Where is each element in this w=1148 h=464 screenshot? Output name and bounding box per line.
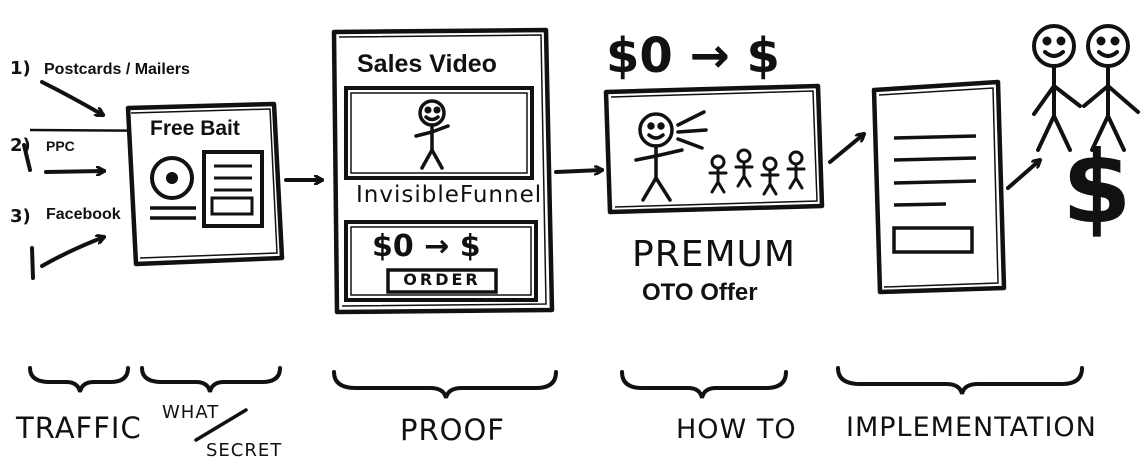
brace-proof: [332, 370, 558, 399]
brace-traffic: [28, 366, 130, 393]
brace-implementation: [836, 366, 1084, 395]
arrow-to-implementation: [828, 134, 864, 164]
speaker-stick-figure-icon: [634, 110, 708, 202]
sales-video-page: [331, 27, 555, 315]
free-bait-title: Free Bait: [150, 117, 240, 140]
happy-customers-icon: [1032, 24, 1140, 152]
offer-box: [344, 220, 538, 302]
price-header: $0 → $: [606, 28, 780, 84]
free-bait-page: [125, 101, 285, 267]
sales-video-title: Sales Video: [357, 50, 497, 78]
stage-label-what: WHAT: [162, 402, 220, 423]
oto-offer-label: OTO Offer: [642, 279, 758, 306]
audience-stick-figures-icon: [708, 148, 806, 196]
tick-mark-1: [22, 143, 32, 172]
video-frame: [344, 86, 534, 180]
stage-label-traffic: TRAFFIC: [16, 411, 142, 445]
traffic-item-3-label: Facebook: [46, 206, 121, 223]
brace-howto: [620, 370, 788, 399]
implementation-page: [871, 79, 1007, 295]
presenter-stick-figure-icon: [414, 99, 450, 170]
arrow-postcards: [40, 80, 103, 117]
brace-what-secret: [140, 366, 282, 393]
order-button[interactable]: ORDER: [403, 270, 481, 289]
stage-label-secret: SECRET: [206, 440, 283, 461]
stage-label-howto: HOW TO: [676, 414, 797, 445]
traffic-item-2-label: PPC: [46, 138, 75, 154]
invisible-funnel-label: InvisibleFunnel: [356, 182, 543, 208]
order-button-frame: [386, 268, 498, 294]
stage-label-proof: PROOF: [400, 413, 505, 447]
premium-label: PREMUM: [632, 234, 796, 275]
stage-label-implementation: IMPLEMENTATION: [846, 412, 1097, 443]
traffic-item-1-number: 1): [10, 58, 31, 79]
arrow-ppc: [44, 171, 104, 172]
traffic-item-3-number: 3): [10, 206, 31, 227]
tick-mark-2: [30, 246, 35, 280]
premium-screen: [603, 83, 825, 215]
arrow-to-premium: [554, 170, 602, 172]
arrow-facebook: [40, 237, 104, 268]
result-dollar-sign: $: [1062, 129, 1132, 246]
traffic-item-1-label: Postcards / Mailers: [44, 61, 190, 78]
offer-price-text: $0 → $: [372, 229, 481, 264]
bait-avatar-icon: [150, 156, 194, 200]
arrow-to-result: [1006, 160, 1040, 190]
what-secret-slash: [194, 408, 248, 442]
traffic-item-2-number: 2): [10, 135, 31, 156]
